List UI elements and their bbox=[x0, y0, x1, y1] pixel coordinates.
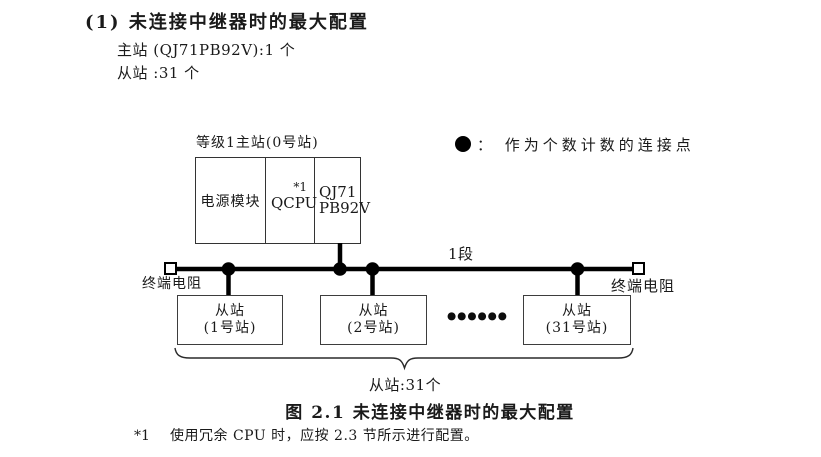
terminator-right-square bbox=[632, 262, 645, 275]
connection-dot bbox=[333, 262, 347, 276]
connection-dot bbox=[570, 262, 585, 276]
slave-station-number: (31号站) bbox=[545, 320, 609, 336]
master-station-label: 等级1主站(0号站) bbox=[196, 135, 319, 151]
network-module-cell: QJ71 PB92V bbox=[315, 158, 371, 243]
cpu-footnote-ref: *1 bbox=[293, 180, 307, 194]
network-module-line2: PB92V bbox=[319, 198, 371, 217]
terminator-left-square bbox=[164, 262, 177, 275]
slave-count-line: 从站 :31 个 bbox=[117, 64, 200, 82]
master-count-line: 主站 (QJ71PB92V):1 个 bbox=[117, 41, 296, 59]
network-module-line1: QJ71 bbox=[319, 183, 357, 201]
slave-name: 从站 bbox=[562, 303, 592, 319]
slave-station-box-2: 从站 (2号站) bbox=[320, 295, 427, 345]
brace-label: 从站:31个 bbox=[368, 376, 442, 394]
power-module-cell: 电源模块 bbox=[196, 158, 266, 243]
slave-station-number: (1号站) bbox=[203, 320, 257, 336]
slave-name: 从站 bbox=[358, 303, 389, 319]
slave-name: 从站 bbox=[215, 303, 245, 319]
cpu-label: QCPU bbox=[271, 194, 318, 212]
footnote-marker: *1 bbox=[134, 428, 150, 444]
connection-dot bbox=[365, 262, 380, 276]
master-station-box: 电源模块 *1 QCPU QJ71 PB92V bbox=[195, 157, 371, 244]
legend-text: ： 作为个数计数的连接点 bbox=[477, 136, 695, 154]
terminator-right-label: 终端电阻 bbox=[611, 277, 676, 295]
slave-station-number: (2号站) bbox=[347, 320, 400, 336]
section-heading: (1) 未连接中继器时的最大配置 bbox=[85, 12, 369, 33]
slave-station-box-1: 从站 (1号站) bbox=[177, 295, 283, 345]
figure-caption: 图 2.1 未连接中继器时的最大配置 bbox=[285, 403, 575, 423]
connection-dot bbox=[221, 262, 236, 276]
slaves-brace bbox=[174, 347, 634, 371]
footnote-text: 使用冗余 CPU 时，应按 2.3 节所示进行配置。 bbox=[170, 428, 479, 444]
slave-station-box-31: 从站 (31号站) bbox=[523, 295, 631, 345]
segment-label: 1段 bbox=[448, 245, 474, 263]
connection-point-icon bbox=[455, 136, 471, 152]
ellipsis-dots: ●●●●●● bbox=[447, 310, 508, 322]
terminator-left-label: 终端电阻 bbox=[142, 276, 202, 292]
cpu-cell: *1 QCPU bbox=[266, 158, 318, 243]
